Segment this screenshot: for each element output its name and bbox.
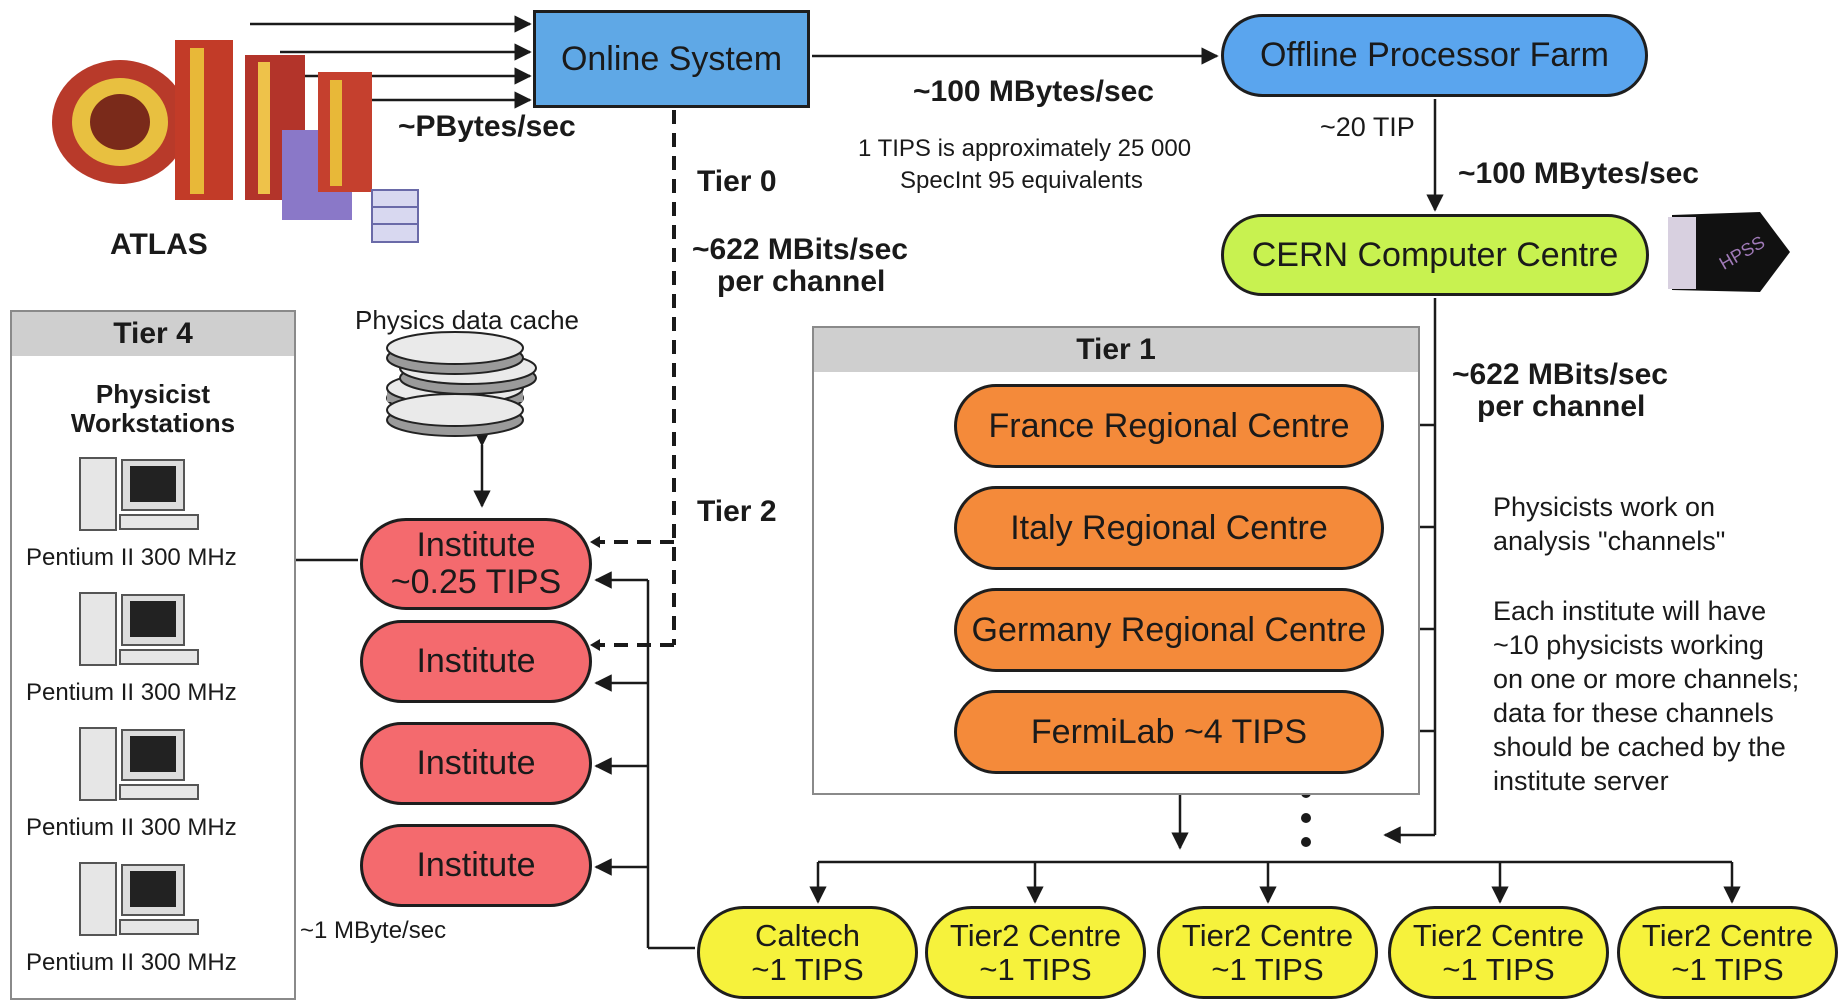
fermilab-node: FermiLab ~4 TIPS [954,690,1384,774]
tier2-label: Tier 2 [697,495,777,528]
germany-regional-centre-node: Germany Regional Centre [954,588,1384,672]
tier2-centre-node: Tier2 Centre~1 TIPS [1157,906,1378,999]
cern-computer-centre-node: CERN Computer Centre [1221,214,1649,296]
tier1-title: Tier 1 [814,328,1418,372]
rate-622b-line2: per channel [1477,390,1646,423]
rate-622-line2: per channel [717,265,886,298]
tier4-title: Tier 4 [12,312,294,356]
institute-node: Institute~0.25 TIPS [360,518,592,610]
workstation-icon [79,727,199,801]
online-system-node: Online System [533,10,810,108]
tier2-centre-node: Tier2 Centre~1 TIPS [1388,906,1609,999]
atlas-label: ATLAS [110,228,208,261]
note-channels-1: Physicists work on [1493,492,1716,522]
pbytes-rate-label: ~PBytes/sec [398,110,576,143]
tier4-subtitle-2: Workstations [70,408,236,438]
france-regional-centre-node: France Regional Centre [954,384,1384,468]
rate-100-top-label: ~100 MBytes/sec [913,75,1154,108]
workstation-label: Pentium II 300 MHz [26,814,237,841]
rate-622-line1: ~622 MBits/sec [692,233,908,266]
caltech-node: Caltech~1 TIPS [697,906,918,999]
workstation-icon [79,457,199,531]
tips-note-line1: 1 TIPS is approximately 25 000 [858,135,1192,162]
note-institute-2: ~10 physicists working [1493,630,1764,660]
note-channels-2: analysis "channels" [1493,526,1726,556]
note-institute-5: should be cached by the [1493,732,1786,762]
tier2-centre-node: Tier2 Centre~1 TIPS [1617,906,1838,999]
mbyte-rate-label: ~1 MByte/sec [300,917,447,944]
institute-node: Institute [360,722,592,805]
note-institute-1: Each institute will have [1493,596,1767,626]
tier2-centre-node: Tier2 Centre~1 TIPS [925,906,1146,999]
italy-regional-centre-node: Italy Regional Centre [954,486,1384,570]
workstation-label: Pentium II 300 MHz [26,949,237,976]
cache-label: Physics data cache [355,305,580,335]
workstation-icon [79,862,199,936]
tier4-subtitle-1: Physicist [95,379,211,409]
tips-note-line2: SpecInt 95 equivalents [900,167,1143,194]
hpss-icon: HPSS [1668,212,1790,292]
tip-20-label: ~20 TIP [1320,112,1415,142]
workstation-icon [79,592,199,666]
note-institute-6: institute server [1493,766,1669,796]
institute-node: Institute [360,620,592,703]
rate-622b-line1: ~622 MBits/sec [1452,358,1668,391]
offline-processor-farm-node: Offline Processor Farm [1221,14,1648,97]
rate-100-right-label: ~100 MBytes/sec [1458,157,1699,190]
workstation-label: Pentium II 300 MHz [26,679,237,706]
tier0-label: Tier 0 [697,165,777,198]
institute-node: Institute [360,824,592,907]
workstation-label: Pentium II 300 MHz [26,544,237,571]
note-institute-3: on one or more channels; [1493,664,1800,694]
note-institute-4: data for these channels [1493,698,1774,728]
